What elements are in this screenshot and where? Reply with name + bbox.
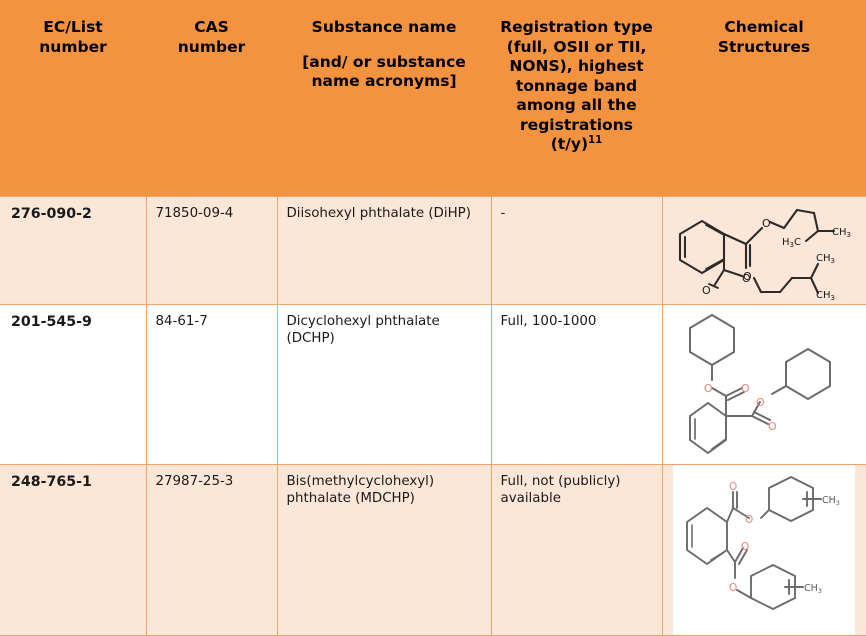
cell-cas-number: 84-61-7 <box>146 304 277 464</box>
cell-chemical-structure: O O O O CH3 H3C CH3 CH3 <box>662 196 866 304</box>
oxygen-label: O <box>741 541 749 553</box>
table-header: EC/List number CAS number Substance name… <box>0 0 866 196</box>
methyl-label: CH3 <box>816 290 835 302</box>
methyl-label: CH3 <box>822 495 840 507</box>
bis-methylcyclohexyl-phthalate-svg: O O O O CH3 CH3 <box>675 474 853 626</box>
column-header-chemical-structures: Chemical Structures <box>662 0 866 196</box>
dicyclohexyl-phthalate-structure: O O O O <box>663 305 866 464</box>
methyl-label: CH3 <box>816 253 835 265</box>
header-row: EC/List number CAS number Substance name… <box>0 0 866 196</box>
oxygen-label: O <box>702 284 711 297</box>
oxygen-label: O <box>704 382 713 395</box>
header-footnote-marker: 11 <box>588 135 602 146</box>
oxygen-label: O <box>741 382 750 395</box>
header-line-1: Registration type (full, OSII or TII, NO… <box>500 18 653 153</box>
cell-substance-name: Dicyclohexyl phthalate (DCHP) <box>277 304 491 464</box>
header-line-2: number <box>39 38 106 56</box>
oxygen-label: O <box>729 582 737 594</box>
methyl-label: H3C <box>782 237 801 249</box>
cell-ec-list-number: 248-765-1 <box>0 464 146 635</box>
oxygen-label: O <box>745 514 753 526</box>
methyl-label: CH3 <box>804 583 822 595</box>
column-header-ec-list-number: EC/List number <box>0 0 146 196</box>
column-header-cas-number: CAS number <box>146 0 277 196</box>
header-line-1: EC/List <box>43 18 102 36</box>
cell-ec-list-number: 201-545-9 <box>0 304 146 464</box>
header-line-1: CAS <box>194 18 229 36</box>
table-body: 276-090-2 71850-09-4 Diisohexyl phthalat… <box>0 196 866 635</box>
cell-cas-number: 71850-09-4 <box>146 196 277 304</box>
column-header-registration-type: Registration type (full, OSII or TII, NO… <box>491 0 662 196</box>
oxygen-label: O <box>729 481 737 493</box>
cell-ec-list-number: 276-090-2 <box>0 196 146 304</box>
header-line-2: number <box>178 38 245 56</box>
structure-frame: O O O O CH3 CH3 <box>663 465 866 635</box>
diisohexyl-phthalate-svg: O O O O CH3 H3C CH3 CH3 <box>666 198 862 302</box>
header-line-1: Substance name <box>312 18 457 36</box>
table-row: 276-090-2 71850-09-4 Diisohexyl phthalat… <box>0 196 866 304</box>
oxygen-label: O <box>762 217 771 230</box>
cell-registration-type: Full, not (publicly) available <box>491 464 662 635</box>
cell-chemical-structure: O O O O <box>662 304 866 464</box>
cell-cas-number: 27987-25-3 <box>146 464 277 635</box>
header-line-2: Structures <box>718 38 810 56</box>
oxygen-label: O <box>768 420 777 433</box>
cell-registration-type: Full, 100-1000 <box>491 304 662 464</box>
oxygen-label: O <box>756 396 765 409</box>
diisohexyl-phthalate-structure: O O O O CH3 H3C CH3 CH3 <box>663 197 866 304</box>
oxygen-label: O <box>742 272 751 285</box>
table-row: 248-765-1 27987-25-3 Bis(methylcyclohexy… <box>0 464 866 635</box>
column-header-substance-name: Substance name [and/ or substance name a… <box>277 0 491 196</box>
dicyclohexyl-phthalate-svg: O O O O <box>664 306 864 462</box>
header-sub: [and/ or substance name acronyms] <box>283 53 485 92</box>
bis-methylcyclohexyl-phthalate-structure: O O O O CH3 CH3 <box>673 465 855 635</box>
table-row: 201-545-9 84-61-7 Dicyclohexyl phthalate… <box>0 304 866 464</box>
cell-substance-name: Bis(methylcyclohexyl) phthalate (MDCHP) <box>277 464 491 635</box>
header-line-1: Chemical <box>724 18 803 36</box>
cell-registration-type: - <box>491 196 662 304</box>
methyl-label: CH3 <box>832 227 851 239</box>
cell-substance-name: Diisohexyl phthalate (DiHP) <box>277 196 491 304</box>
cell-chemical-structure: O O O O CH3 CH3 <box>662 464 866 635</box>
